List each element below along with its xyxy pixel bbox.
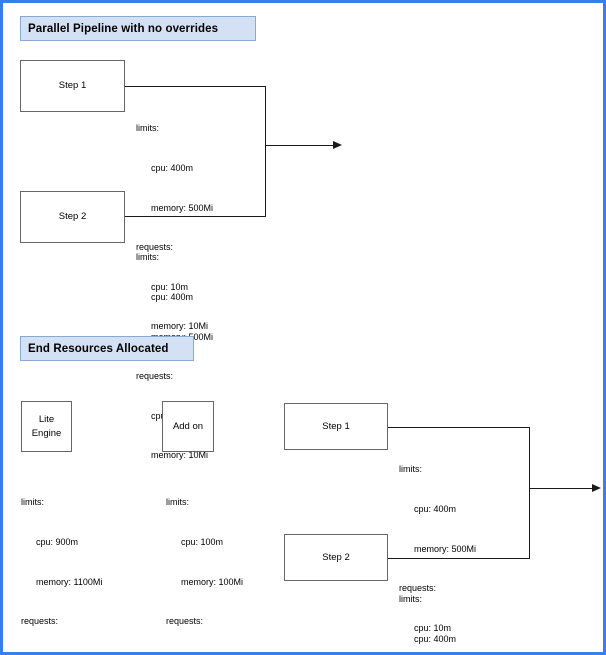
requests-label: requests:	[136, 371, 174, 382]
limits-cpu-value: cpu: 900m	[36, 537, 79, 548]
node-step-1-no-overrides[interactable]: Step 1	[20, 60, 125, 112]
section-banner-label: End Resources Allocated	[28, 342, 169, 355]
limits-cpu-value: cpu: 400m	[151, 292, 194, 303]
section-banner-end-resources: End Resources Allocated	[20, 336, 194, 361]
limits-label: limits:	[136, 123, 159, 134]
requests-memory-value: memory: 10Mi	[151, 321, 209, 332]
section-banner-label: Parallel Pipeline with no overrides	[28, 22, 219, 35]
node-label: Step 1	[322, 420, 350, 432]
connector-bus-to-arrow	[265, 145, 333, 146]
limits-memory-value: memory: 500Mi	[414, 543, 477, 554]
node-step-1-end-resources[interactable]: Step 1	[284, 403, 388, 450]
limits-memory-value: memory: 1100Mi	[36, 576, 103, 587]
resource-spec-step2-end-resources: limits: cpu: 400m memory: 500Mi requests…	[399, 567, 476, 652]
resource-spec-add-on: limits: cpu: 100m memory: 100Mi requests…	[166, 470, 244, 652]
limits-memory-value: memory: 100Mi	[181, 576, 244, 587]
connector-step1-to-bus	[388, 427, 530, 428]
resource-spec-lite-engine: limits: cpu: 900m memory: 1100Mi request…	[21, 470, 103, 652]
limits-label: limits:	[399, 464, 422, 475]
limits-cpu-value: cpu: 400m	[151, 163, 194, 174]
node-label-line-1: Lite	[38, 413, 55, 425]
node-label: Add on	[172, 420, 204, 432]
limits-label: limits:	[21, 497, 44, 508]
resource-spec-step1-end-resources: limits: cpu: 400m memory: 500Mi requests…	[399, 437, 477, 652]
node-label: Step 2	[58, 211, 87, 223]
connector-step1-to-bus	[125, 86, 266, 87]
connector-vertical-bus	[265, 86, 266, 217]
requests-label: requests:	[399, 583, 437, 594]
limits-cpu-value: cpu: 100m	[181, 537, 224, 548]
requests-label: requests:	[136, 242, 174, 253]
node-label: Step 1	[58, 80, 87, 92]
arrow-right-icon	[333, 141, 342, 149]
limits-label: limits:	[399, 594, 422, 605]
node-lite-engine[interactable]: Lite Engine	[21, 401, 72, 452]
node-add-on[interactable]: Add on	[162, 401, 214, 452]
limits-label: limits:	[136, 252, 159, 263]
limits-cpu-value: cpu: 400m	[414, 504, 457, 515]
limits-cpu-value: cpu: 400m	[414, 634, 457, 645]
connector-vertical-bus	[529, 427, 530, 559]
resource-spec-step1-no-overrides: limits: cpu: 400m memory: 500Mi requests…	[136, 96, 213, 360]
requests-label: requests:	[21, 616, 59, 627]
node-step-2-end-resources[interactable]: Step 2	[284, 534, 388, 581]
requests-cpu-value: cpu: 10m	[151, 281, 189, 292]
connector-step2-to-bus	[388, 558, 530, 559]
node-label: Step 2	[322, 551, 350, 563]
node-step-2-no-overrides[interactable]: Step 2	[20, 191, 125, 243]
section-banner-parallel-pipeline: Parallel Pipeline with no overrides	[20, 16, 256, 41]
arrow-right-icon	[592, 484, 601, 492]
requests-cpu-value: cpu: 10m	[414, 622, 452, 633]
requests-memory-value: memory: 10Mi	[151, 450, 209, 461]
connector-step2-to-bus	[125, 216, 266, 217]
node-label-line-2: Engine	[31, 427, 62, 439]
connector-bus-to-arrow	[529, 488, 592, 489]
limits-memory-value: memory: 500Mi	[151, 202, 214, 213]
requests-label: requests:	[166, 616, 204, 627]
limits-label: limits:	[166, 497, 189, 508]
